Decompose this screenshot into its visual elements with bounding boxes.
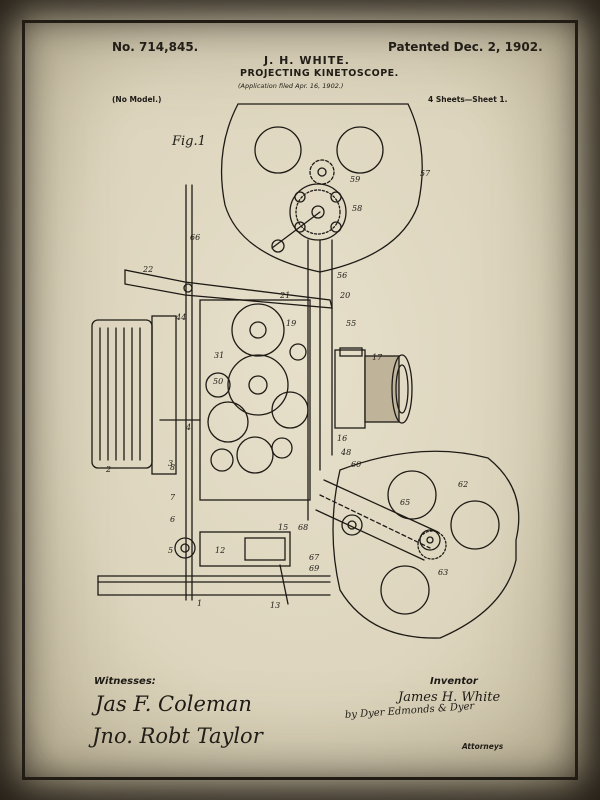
ref-numeral: 4 — [185, 423, 191, 432]
ref-numeral: 60 — [351, 460, 361, 469]
attorneys-label: Attorneys — [462, 742, 504, 751]
inventor-heading: J. H. WHITE. — [264, 54, 350, 67]
ref-numeral: 50 — [213, 377, 223, 386]
invention-title: PROJECTING KINETOSCOPE. — [240, 68, 399, 79]
ref-numeral: 5 — [168, 546, 173, 555]
ref-numeral: 15 — [278, 523, 288, 532]
model-note: (No Model.) — [112, 95, 162, 104]
drawing-border — [22, 20, 578, 780]
ref-numeral: 17 — [372, 353, 383, 362]
ref-numeral: 19 — [286, 319, 296, 328]
ref-numeral: 16 — [337, 434, 347, 443]
inventor-label: Inventor — [430, 676, 478, 687]
patent-number: No. 714,845. — [112, 40, 199, 54]
drive-belt — [315, 479, 447, 561]
upper-gear-train — [271, 159, 342, 253]
application-filed: (Application filed Apr. 16, 1902.) — [238, 82, 344, 90]
ref-numeral: 44 — [175, 313, 186, 322]
ref-numeral: 12 — [215, 546, 225, 555]
ref-numeral: 2 — [105, 465, 111, 474]
ref-numeral: 22 — [142, 265, 153, 274]
ref-numeral: 67 — [309, 553, 320, 562]
inventor-signature: James H. White — [398, 690, 501, 705]
gear-housing — [199, 299, 311, 501]
witness-signature-1: Jas F. Coleman — [95, 692, 252, 716]
witness-signature-2: Jno. Robt Taylor — [92, 724, 263, 748]
ref-numeral: 59 — [350, 175, 360, 184]
ref-numeral: 48 — [340, 448, 351, 457]
ref-numeral: 65 — [400, 498, 410, 507]
reference-numerals: 66 22 57 59 58 56 20 21 55 44 19 17 31 5… — [105, 169, 468, 610]
ref-numeral: 63 — [438, 568, 448, 577]
ref-numeral: 20 — [339, 291, 350, 300]
lamp-bellows — [91, 315, 177, 475]
witnesses-label: Witnesses: — [94, 676, 156, 687]
upper-reel — [220, 103, 423, 273]
ref-numeral: 58 — [352, 204, 362, 213]
ref-numeral: 55 — [346, 319, 356, 328]
figure-label: Fig.1 — [172, 134, 206, 149]
ref-numeral: 57 — [420, 169, 431, 178]
film-column — [159, 184, 333, 601]
ref-numeral: 13 — [270, 601, 280, 610]
ref-numeral: 68 — [298, 523, 308, 532]
ref-numeral: 62 — [458, 480, 468, 489]
projector-base — [97, 531, 331, 605]
ref-numeral: 69 — [309, 564, 319, 573]
ref-numeral: 31 — [214, 351, 224, 360]
ref-numeral: 3 — [168, 459, 173, 468]
lower-reel — [332, 450, 520, 639]
patent-date: Patented Dec. 2, 1902. — [388, 40, 543, 54]
ref-numeral: 56 — [337, 271, 347, 280]
sheet-number: 4 Sheets—Sheet 1. — [428, 95, 508, 104]
ref-numeral: 66 — [190, 233, 200, 242]
ref-numeral: 21 — [279, 291, 290, 300]
ref-numeral: 8 — [170, 463, 175, 472]
projection-lens — [334, 347, 413, 429]
ref-numeral: 1 — [197, 599, 202, 608]
lever-arm — [124, 269, 333, 309]
ref-numeral: 6 — [170, 515, 175, 524]
ref-numeral: 7 — [170, 493, 176, 502]
